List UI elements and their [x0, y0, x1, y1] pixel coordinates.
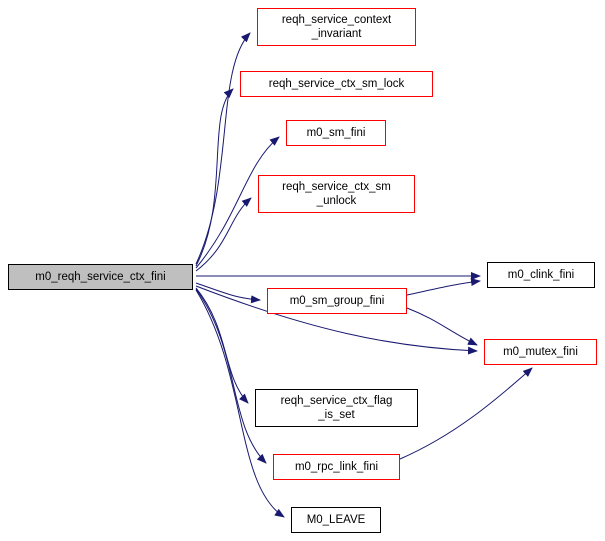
- node-reqh-service-context-invariant[interactable]: reqh_service_context _invariant: [257, 8, 416, 46]
- edge-main-to-flag-is-set: [195, 287, 249, 404]
- node-m0-mutex-fini[interactable]: m0_mutex_fini: [484, 339, 597, 365]
- edge-sm-group-fini-to-clink-fini: [406, 278, 481, 296]
- node-reqh-service-ctx-sm-unlock[interactable]: reqh_service_ctx_sm _unlock: [258, 175, 415, 213]
- edge-main-to-invariant: [195, 32, 251, 265]
- node-m0-sm-fini[interactable]: m0_sm_fini: [286, 120, 386, 146]
- edge-main-to-mutex-fini: [195, 285, 478, 355]
- node-m0-reqh-service-ctx-fini: m0_reqh_service_ctx_fini: [8, 264, 193, 290]
- edge-main-to-sm-lock: [195, 88, 234, 267]
- edge-main-to-m0-leave: [195, 289, 285, 518]
- node-reqh-service-ctx-sm-lock[interactable]: reqh_service_ctx_sm_lock: [240, 71, 433, 97]
- edge-rpc-link-fini-to-mutex-fini: [399, 367, 533, 460]
- edge-main-to-sm-unlock: [195, 197, 252, 272]
- edge-main-to-sm-fini: [195, 136, 280, 269]
- edge-main-to-sm-group-fini: [195, 282, 261, 304]
- node-m0-leave[interactable]: M0_LEAVE: [291, 507, 381, 533]
- node-m0-sm-group-fini[interactable]: m0_sm_group_fini: [267, 288, 407, 314]
- node-m0-rpc-link-fini[interactable]: m0_rpc_link_fini: [273, 454, 400, 480]
- edge-main-to-rpc-link-fini: [195, 288, 267, 464]
- edge-sm-group-fini-to-mutex-fini: [406, 307, 478, 346]
- node-reqh-service-ctx-flag-is-set[interactable]: reqh_service_ctx_flag _is_set: [255, 389, 418, 427]
- node-m0-clink-fini[interactable]: m0_clink_fini: [487, 262, 595, 288]
